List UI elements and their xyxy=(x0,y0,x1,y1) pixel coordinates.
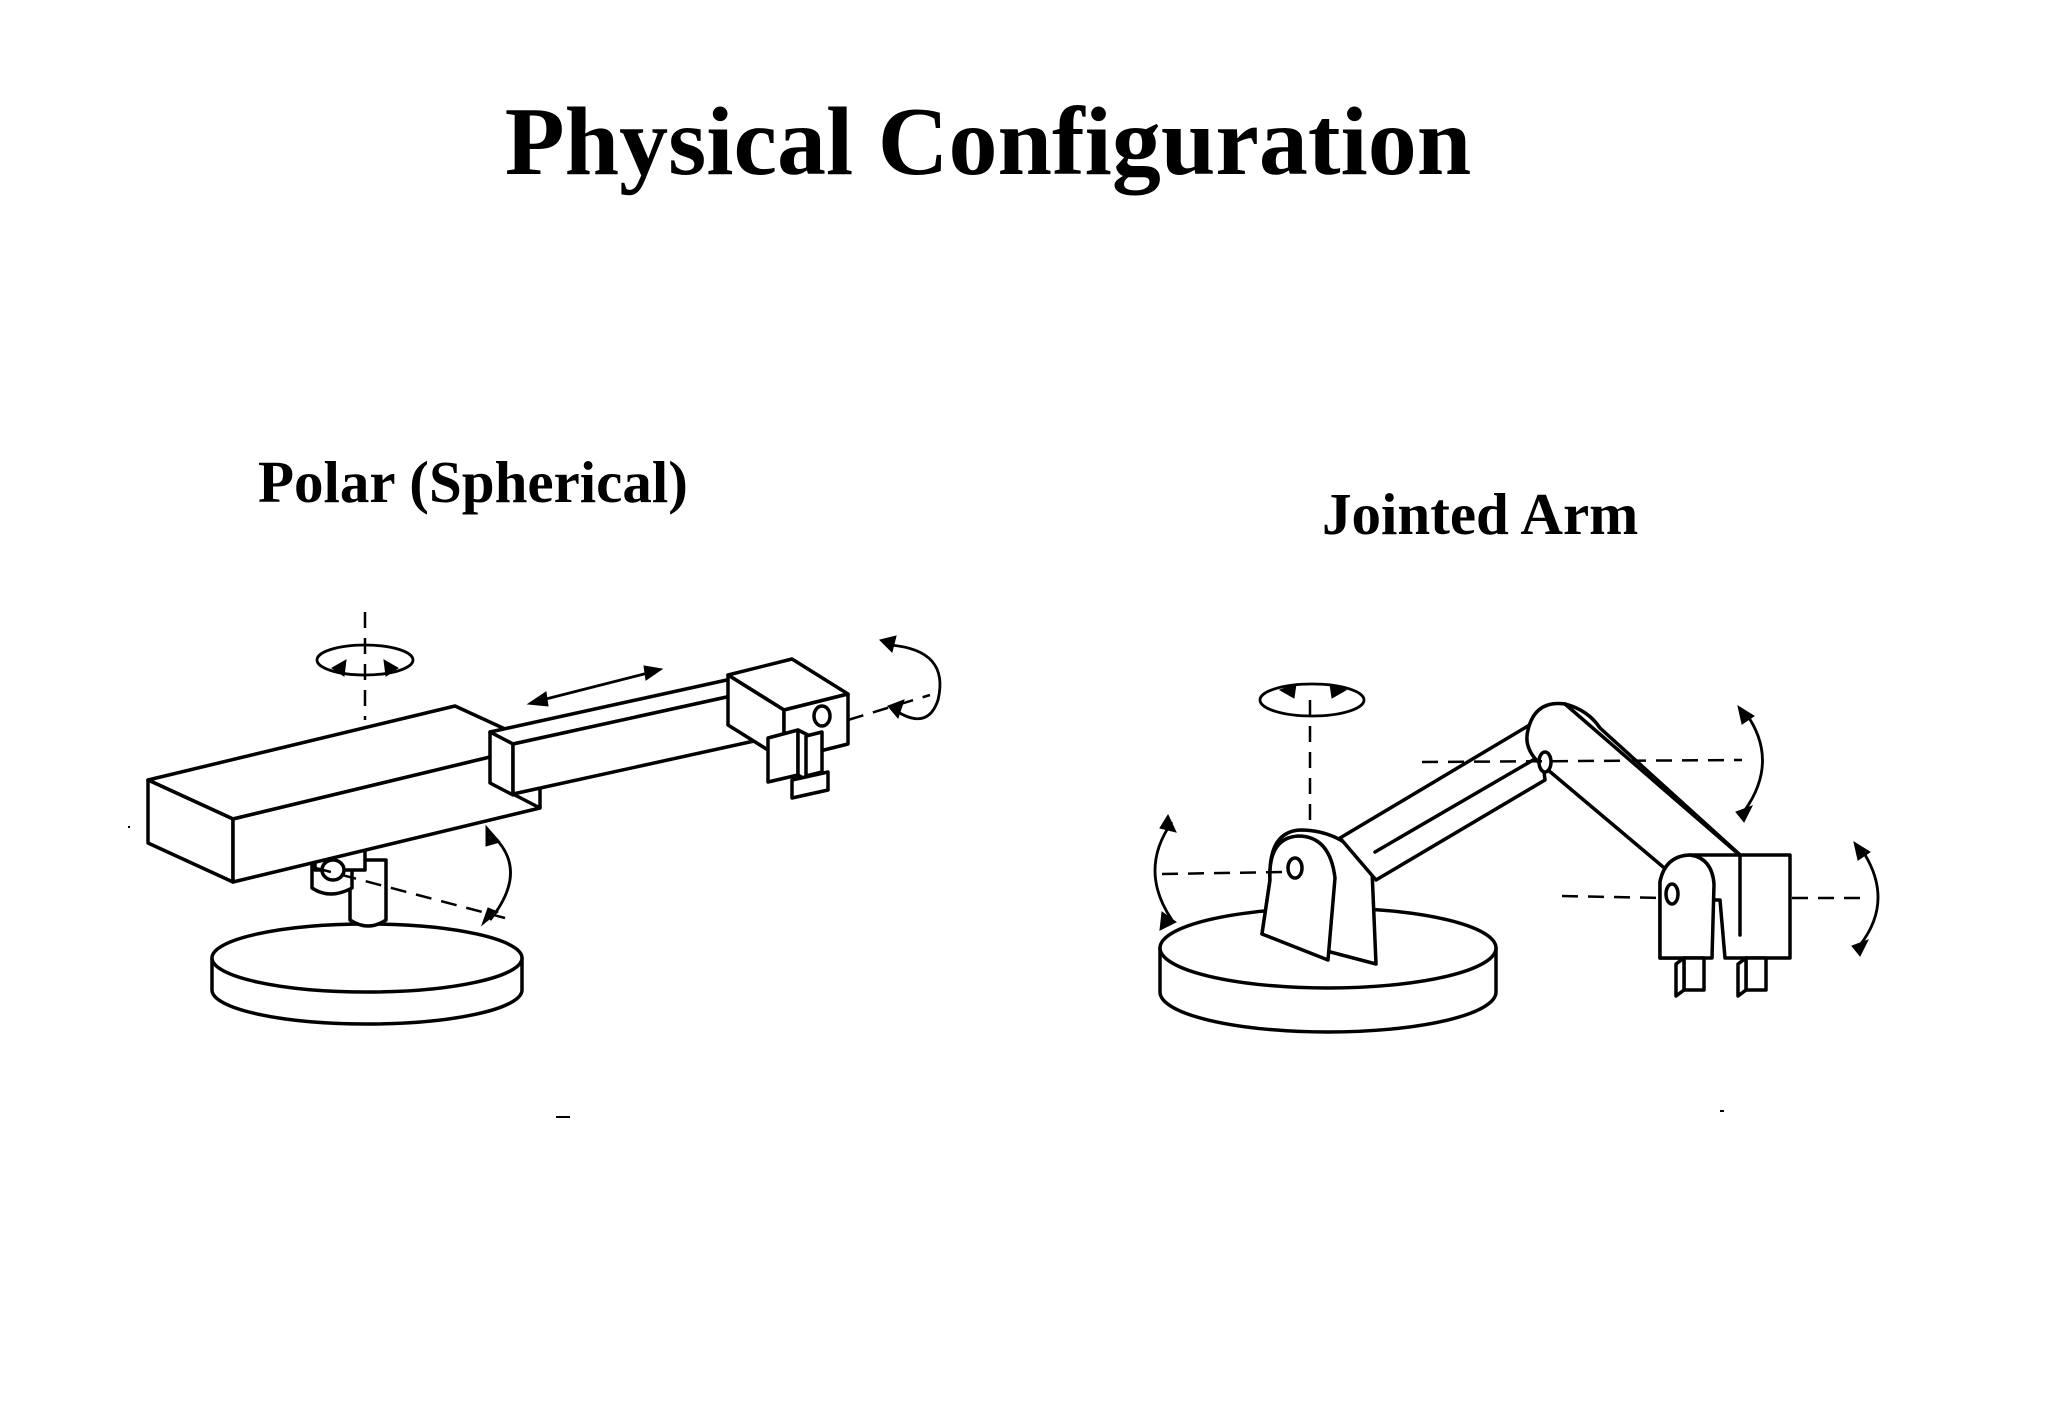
polar-body-box xyxy=(146,704,542,884)
polar-extension-arrow-icon xyxy=(526,665,664,707)
jointed-wrist-rotation-arrow-icon xyxy=(1851,840,1880,957)
polar-wrist-axis xyxy=(847,693,931,722)
scan-specks xyxy=(128,826,1724,1118)
jointed-arm-robot-illustration xyxy=(1153,682,1880,1034)
jointed-elbow-link xyxy=(1525,701,1752,900)
jointed-elbow-axis xyxy=(1421,758,1743,764)
jointed-gripper xyxy=(1674,956,1768,998)
jointed-shoulder-axis xyxy=(1161,870,1285,876)
jointed-upper-arm xyxy=(1338,718,1547,882)
polar-robot-illustration xyxy=(146,612,942,1026)
jointed-elbow-rotation-arrow-icon xyxy=(1735,704,1764,823)
polar-extension-arm xyxy=(488,674,770,810)
polar-base-disc xyxy=(210,922,524,1026)
page-title: Physical Configuration xyxy=(504,88,1472,196)
polar-elevation-arrow-icon xyxy=(480,824,512,927)
polar-robot-label: Polar (Spherical) xyxy=(258,449,688,515)
polar-base-rotation-arrow-icon xyxy=(315,643,415,677)
polar-gripper xyxy=(766,728,830,800)
jointed-base-rotation-arrow-icon xyxy=(1258,682,1366,718)
jointed-shoulder-pedestal xyxy=(1260,828,1378,966)
jointed-arm-robot-label: Jointed Arm xyxy=(1322,481,1639,547)
jointed-wrist-block xyxy=(1658,853,1792,960)
polar-wrist-rotation-arrow-icon xyxy=(879,635,942,721)
jointed-wrist-axis xyxy=(1561,894,1665,900)
jointed-shoulder-rotation-arrow-icon xyxy=(1153,813,1177,931)
polar-elevation-axis xyxy=(239,846,506,920)
